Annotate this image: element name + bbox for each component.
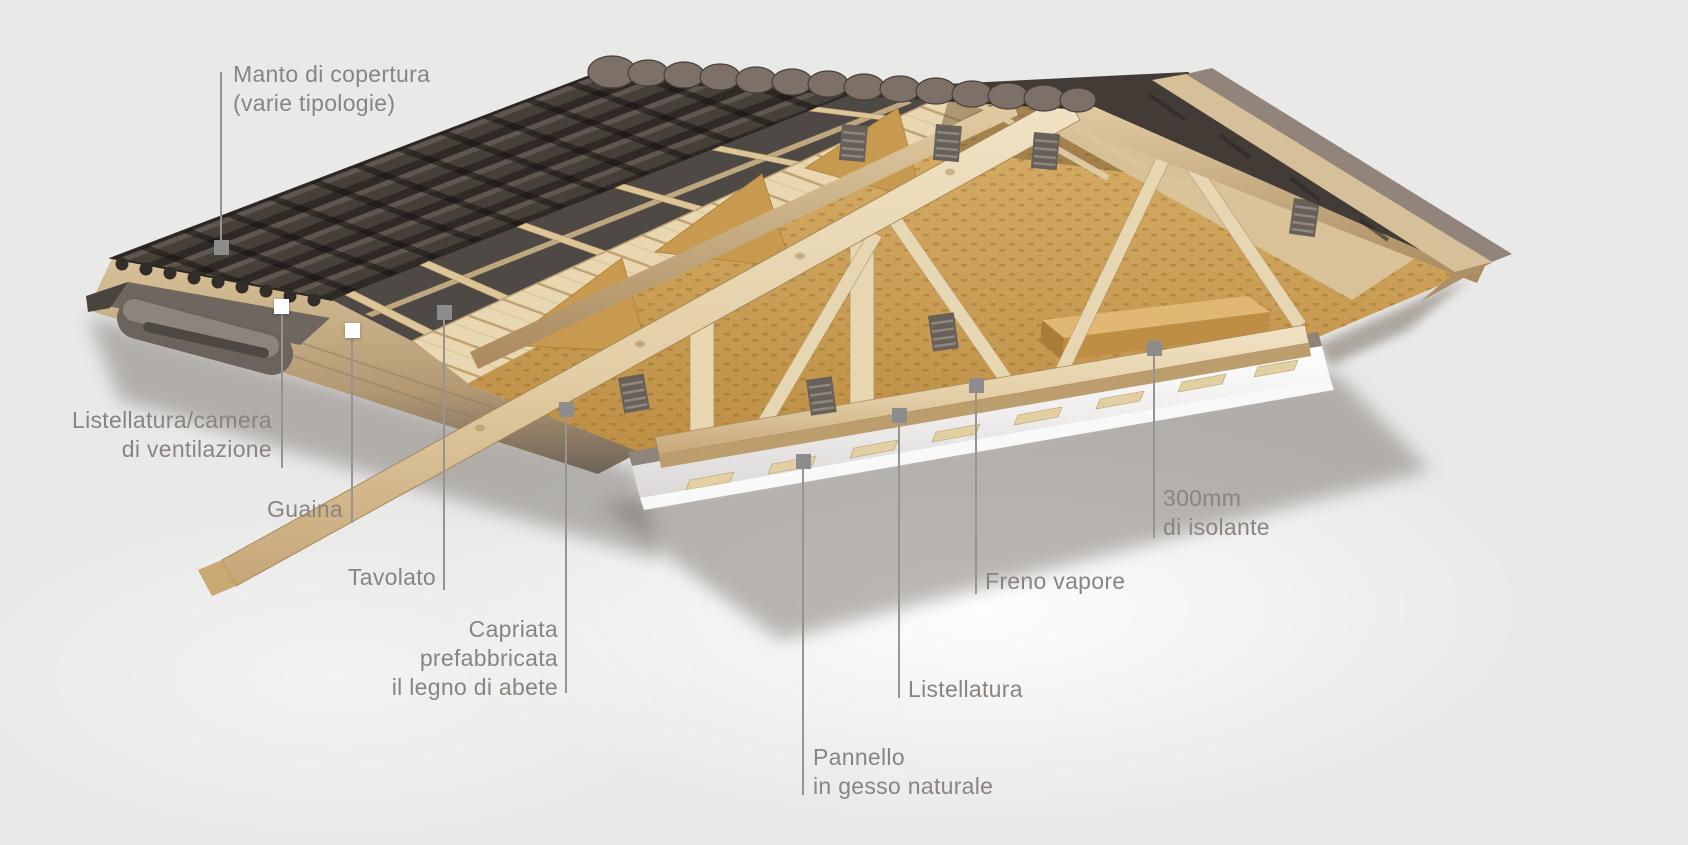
fascia-outer [1186, 68, 1512, 262]
truss-webs [754, 139, 1307, 433]
truss-structure [198, 93, 1488, 596]
guaina-battens-band [332, 86, 952, 341]
fascia-inner [1152, 74, 1492, 272]
insulation-slab [1040, 296, 1270, 360]
truss-rear-chord [470, 98, 1018, 369]
truss-front-chord [198, 93, 1081, 596]
truss-bottom-chord-face [659, 343, 1311, 468]
ground-shadows [88, 278, 1470, 640]
gutter [86, 282, 330, 375]
right-roof-edge [925, 68, 1512, 302]
ridge-caps [587, 55, 1097, 113]
tile-eave-scallops [115, 257, 321, 307]
